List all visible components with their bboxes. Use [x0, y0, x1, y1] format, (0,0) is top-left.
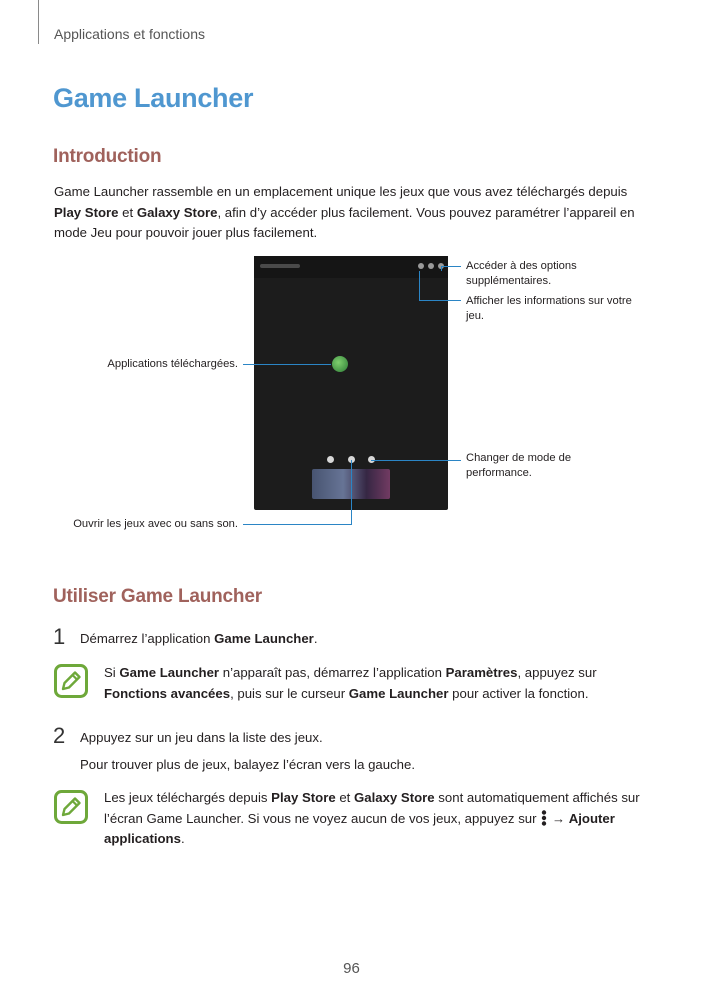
step-2-text: Appuyez sur un jeu dans la liste des jeu… — [80, 730, 323, 745]
callout-line-sound-v — [351, 460, 352, 525]
note-2-text: Les jeux téléchargés depuis Play Store e… — [104, 790, 640, 846]
callout-line-sound-h — [243, 524, 352, 525]
game-tools-icon — [368, 456, 375, 463]
callout-perf: Changer de mode de performance. — [466, 452, 572, 479]
step-2-subtext: Pour trouver plus de jeux, balayez l’écr… — [80, 757, 415, 772]
intro-paragraph: Game Launcher rassemble en un emplacemen… — [54, 184, 635, 240]
step-1-text: Démarrez l’application Game Launcher. — [80, 631, 318, 646]
header-section: Applications et fonctions — [54, 26, 205, 42]
pencil-note-icon — [54, 664, 88, 698]
more-options-icon — [541, 809, 547, 826]
use-heading: Utiliser Game Launcher — [53, 586, 262, 607]
page-title: Game Launcher — [53, 83, 254, 113]
callout-line-apps — [243, 364, 331, 365]
pencil-note-icon — [54, 790, 88, 824]
callout-line-info-v — [419, 271, 420, 300]
info-icon — [418, 263, 424, 269]
page-number: 96 — [343, 960, 360, 977]
callout-line-options-h — [441, 266, 461, 267]
callout-line-perf — [371, 460, 461, 461]
performance-mode-icon — [327, 456, 334, 463]
callout-info: Afficher les informations sur votre jeu. — [466, 295, 632, 322]
intro-heading: Introduction — [53, 146, 162, 167]
step-number-2: 2 — [53, 723, 66, 748]
callout-line-info-h — [419, 300, 461, 301]
downloaded-app-icon — [332, 356, 348, 372]
header-rule — [38, 0, 39, 44]
callout-options: Accéder à des options supplémentaires. — [466, 260, 577, 287]
callout-apps: Applications téléchargées. — [107, 358, 238, 370]
sound-toggle-icon — [348, 456, 355, 463]
note-1-text: Si Game Launcher n’apparaît pas, démarre… — [104, 665, 597, 701]
callout-sound: Ouvrir les jeux avec ou sans son. — [73, 518, 238, 530]
device-title — [260, 264, 300, 268]
search-icon — [428, 263, 434, 269]
step-number-1: 1 — [53, 624, 66, 649]
callout-line-options-v — [441, 266, 442, 271]
